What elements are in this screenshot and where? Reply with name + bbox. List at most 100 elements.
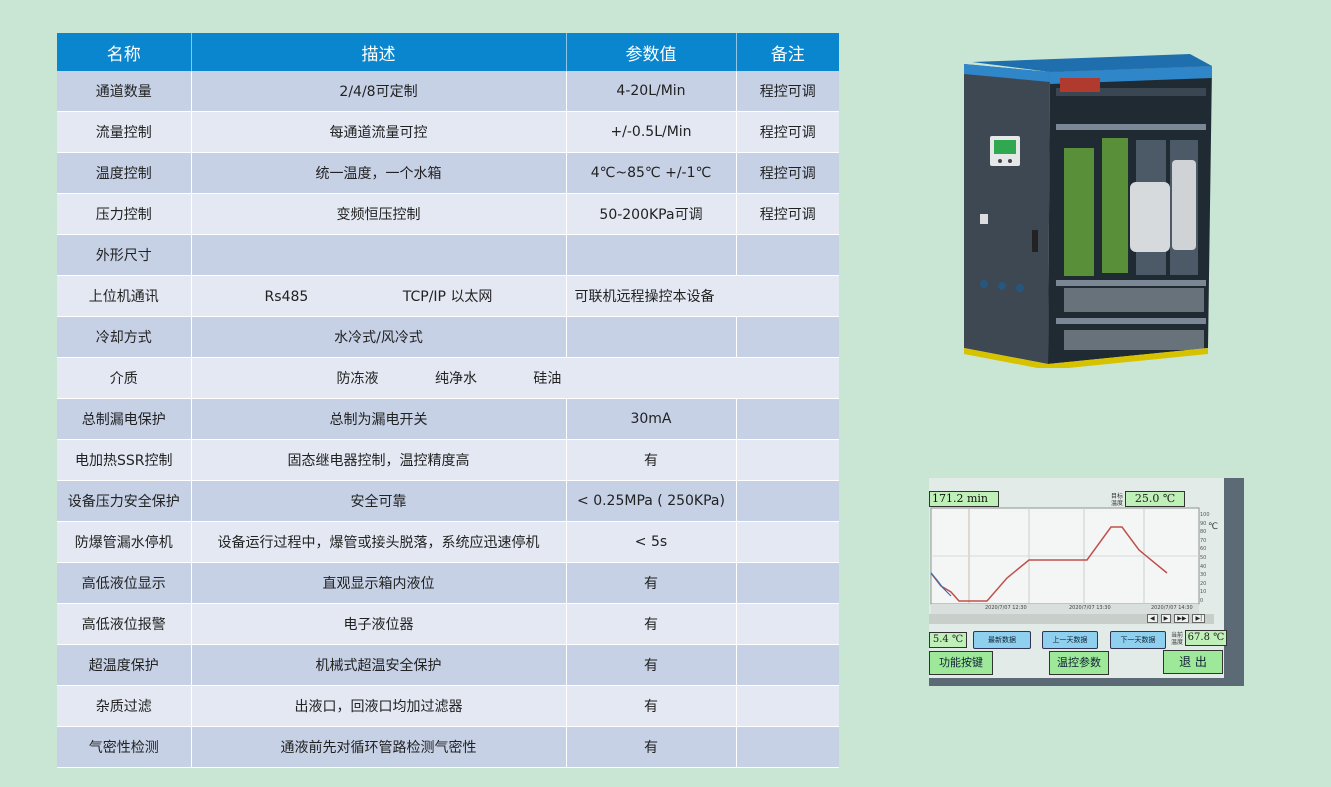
row-name: 杂质过滤 bbox=[57, 685, 192, 727]
table-row: 防爆管漏水停机 设备运行过程中，爆管或接头脱落，系统应迅速停机 < 5s bbox=[57, 521, 839, 563]
device-circuit-board bbox=[1064, 148, 1094, 276]
skip-end-icon[interactable]: ▶| bbox=[1192, 614, 1206, 623]
time-tick-2: 2020/7/07 13:30 bbox=[1069, 605, 1111, 611]
row-desc: 防冻液 纯净水 硅油 bbox=[191, 357, 839, 399]
table-row: 杂质过滤 出液口，回液口均加过滤器 有 bbox=[57, 685, 839, 727]
device-frame-bar bbox=[1056, 124, 1206, 130]
device-frame-bar bbox=[1056, 318, 1206, 324]
row-name: 超温度保护 bbox=[57, 644, 192, 686]
row-note bbox=[736, 644, 839, 686]
row-note bbox=[736, 439, 839, 481]
y-tick: 40 bbox=[1200, 563, 1207, 570]
y-tick: 50 bbox=[1200, 554, 1207, 561]
temp-params-button[interactable]: 温控参数 bbox=[1049, 651, 1109, 675]
col-header-desc: 描述 bbox=[191, 33, 567, 71]
table-row: 超温度保护 机械式超温安全保护 有 bbox=[57, 644, 839, 686]
row-desc: 电子液位器 bbox=[191, 603, 567, 645]
y-tick: 100 bbox=[1200, 512, 1210, 518]
time-axis-bar bbox=[931, 604, 1199, 614]
row-value: 30mA bbox=[566, 398, 737, 440]
desc-protocol-tcpip: TCP/IP 以太网 bbox=[402, 289, 493, 305]
row-name: 温度控制 bbox=[57, 152, 192, 194]
row-note bbox=[736, 685, 839, 727]
row-value: 50-200KPa可调 bbox=[566, 193, 737, 235]
row-desc: Rs485 TCP/IP 以太网 bbox=[191, 275, 567, 317]
table-header-row: 名称 描述 参数值 备注 bbox=[57, 33, 839, 71]
row-desc: 直观显示箱内液位 bbox=[191, 562, 567, 604]
desc-protocol-rs485: Rs485 bbox=[264, 289, 309, 305]
device-display-screen bbox=[994, 140, 1016, 154]
row-name: 高低液位报警 bbox=[57, 603, 192, 645]
table-row: 通道数量 2/4/8可定制 4-20L/Min 程控可调 bbox=[57, 71, 839, 112]
device-port-icon bbox=[980, 280, 988, 288]
row-value: 4℃~85℃ +/-1℃ bbox=[566, 152, 737, 194]
row-value: 可联机远程操控本设备 bbox=[566, 275, 839, 317]
temperature-trend-screen-photo: 171.2 min 目标 温度 25.0 ℃ ℃ 100 90 80 70 60… bbox=[929, 478, 1244, 686]
y-tick: 60 bbox=[1200, 546, 1207, 553]
elapsed-time-display: 171.2 min bbox=[929, 491, 999, 507]
left-temp-display: 5.4 ℃ bbox=[929, 632, 967, 648]
row-value: 有 bbox=[566, 603, 737, 645]
row-note bbox=[736, 480, 839, 522]
y-tick: 80 bbox=[1200, 529, 1207, 536]
y-tick: 90 bbox=[1200, 520, 1207, 527]
desc-medium-purewater: 纯净水 bbox=[434, 371, 477, 387]
row-note bbox=[736, 316, 839, 358]
row-desc: 2/4/8可定制 bbox=[191, 71, 567, 112]
time-tick-1: 2020/7/07 12:30 bbox=[985, 605, 1027, 611]
scroll-right-icon[interactable]: ▶ bbox=[1160, 614, 1172, 623]
table-row: 上位机通讯 Rs485 TCP/IP 以太网 可联机远程操控本设备 bbox=[57, 275, 839, 317]
col-header-note: 备注 bbox=[736, 33, 839, 71]
row-note bbox=[736, 521, 839, 563]
table-row: 气密性检测 通液前先对循环管路检测气密性 有 bbox=[57, 726, 839, 768]
table-row: 压力控制 变频恒压控制 50-200KPa可调 程控可调 bbox=[57, 193, 839, 235]
row-note bbox=[736, 726, 839, 768]
fast-forward-icon[interactable]: ▶▶ bbox=[1174, 614, 1190, 623]
row-value: 4-20L/Min bbox=[566, 71, 737, 112]
row-value: 有 bbox=[566, 644, 737, 686]
next-day-button[interactable]: 下一天数据 bbox=[1110, 631, 1166, 649]
device-frame-bar bbox=[1056, 88, 1206, 96]
table-row: 高低液位显示 直观显示箱内液位 有 bbox=[57, 562, 839, 604]
table-row: 冷却方式 水冷式/风冷式 bbox=[57, 316, 839, 358]
row-note bbox=[736, 562, 839, 604]
desc-medium-siliconeoil: 硅油 bbox=[533, 371, 562, 387]
table-row: 温度控制 统一温度，一个水箱 4℃~85℃ +/-1℃ 程控可调 bbox=[57, 152, 839, 194]
screen-bezel bbox=[1224, 478, 1244, 686]
device-front-panel bbox=[964, 64, 1050, 364]
row-note bbox=[736, 603, 839, 645]
screen-bezel bbox=[929, 678, 1244, 686]
row-value: 有 bbox=[566, 726, 737, 768]
row-value: 有 bbox=[566, 562, 737, 604]
latest-data-button[interactable]: 最新数据 bbox=[973, 631, 1031, 649]
device-tank bbox=[1172, 160, 1196, 250]
table-row: 总制漏电保护 总制为漏电开关 30mA bbox=[57, 398, 839, 440]
temperature-curve bbox=[930, 526, 1168, 602]
row-name: 高低液位显示 bbox=[57, 562, 192, 604]
chiller-device-illustration bbox=[964, 54, 1212, 368]
row-name: 外形尺寸 bbox=[57, 234, 192, 276]
target-temp-label-2: 温度 bbox=[1111, 500, 1124, 507]
row-note bbox=[736, 398, 839, 440]
previous-day-button[interactable]: 上一天数据 bbox=[1042, 631, 1098, 649]
row-value: 有 bbox=[566, 685, 737, 727]
row-note bbox=[736, 234, 839, 276]
current-temp-display: 67.8 ℃ bbox=[1185, 630, 1227, 646]
table-row: 外形尺寸 bbox=[57, 234, 839, 276]
y-tick: 20 bbox=[1200, 580, 1207, 587]
row-desc: 统一温度，一个水箱 bbox=[191, 152, 567, 194]
row-name: 介质 bbox=[57, 357, 192, 399]
device-red-part bbox=[1060, 78, 1100, 92]
row-name: 冷却方式 bbox=[57, 316, 192, 358]
row-value: < 5s bbox=[566, 521, 737, 563]
row-note: 程控可调 bbox=[736, 152, 839, 194]
y-tick: 30 bbox=[1200, 572, 1207, 579]
row-note: 程控可调 bbox=[736, 71, 839, 112]
exit-button[interactable]: 退 出 bbox=[1163, 650, 1223, 674]
function-keys-button[interactable]: 功能按键 bbox=[929, 651, 993, 675]
y-tick: 10 bbox=[1200, 589, 1207, 596]
row-name: 流量控制 bbox=[57, 111, 192, 153]
target-temp-label-1: 目标 bbox=[1111, 493, 1124, 500]
row-value: < 0.25MPa ( 250KPa) bbox=[566, 480, 737, 522]
scroll-left-icon[interactable]: ◀ bbox=[1147, 614, 1158, 623]
